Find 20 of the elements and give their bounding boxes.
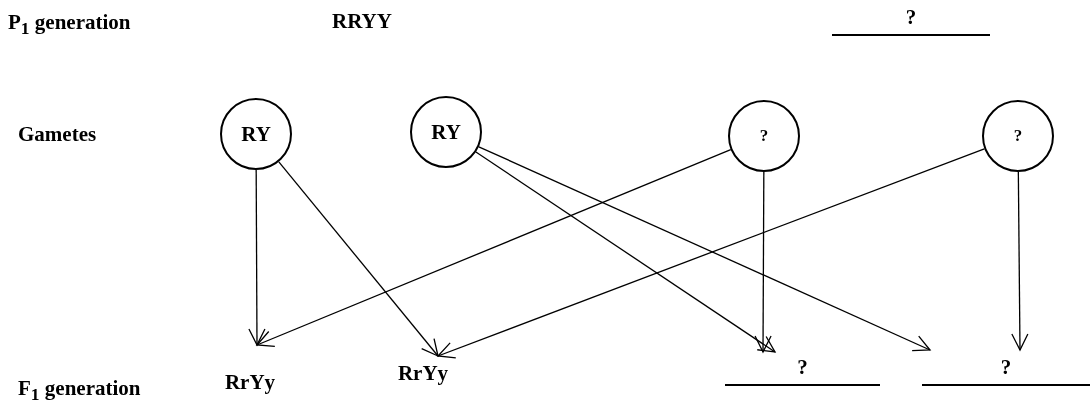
arrow	[278, 161, 439, 357]
generation-label: Gametes	[18, 122, 97, 147]
genotype-text: RrYy	[378, 356, 468, 386]
arrow	[248, 169, 266, 346]
generation-label: P$_{1}$ generation	[8, 10, 131, 40]
arrow	[437, 148, 985, 359]
arrow	[475, 151, 776, 353]
arrow	[1011, 171, 1029, 351]
generation-label: F$_{1}$ generation	[18, 376, 141, 406]
answer-line: ?	[725, 352, 880, 386]
gamete-circle: RY	[220, 98, 292, 170]
gamete-circle: RY	[410, 96, 482, 168]
gamete-circle: ?	[982, 100, 1054, 172]
answer-line: ?	[922, 350, 1090, 386]
arrow	[754, 171, 772, 353]
genotype-text: RRYY	[312, 4, 412, 34]
genotype-text: RrYy	[210, 345, 290, 395]
arrow	[478, 146, 931, 352]
gamete-circle: ?	[728, 100, 800, 172]
answer-line: ?	[832, 2, 990, 36]
